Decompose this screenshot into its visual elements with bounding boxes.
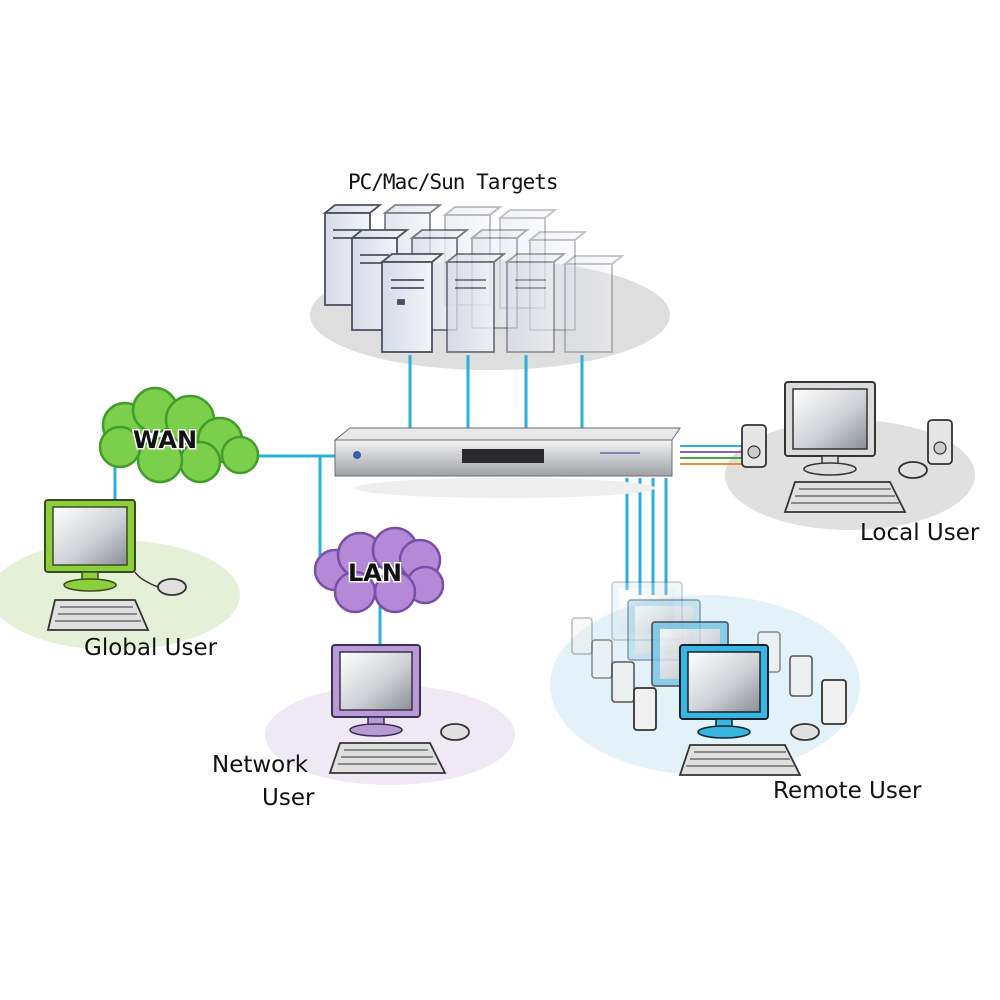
mouse-icon	[134, 571, 187, 596]
global-user-label: Global User	[84, 635, 218, 661]
local-user-label: Local User	[860, 520, 980, 546]
keyboard-icon	[783, 481, 907, 513]
mouse-icon	[898, 461, 928, 479]
global-user-workstation	[44, 499, 187, 631]
lan-label: LAN	[348, 559, 402, 587]
lan-cloud-icon	[313, 526, 445, 614]
monitor-icon	[44, 499, 136, 592]
speaker-icon	[611, 661, 635, 703]
wan-cloud-icon	[98, 386, 260, 484]
speaker-icon	[741, 424, 767, 468]
server-tower-icon	[444, 253, 507, 353]
network-user-label-line2: User	[262, 785, 315, 811]
keyboard-icon	[328, 742, 447, 774]
server-tower-icon	[379, 253, 445, 353]
speaker-icon	[821, 679, 847, 725]
speaker-icon	[591, 639, 613, 679]
target-servers	[322, 204, 625, 353]
local-link-cables	[680, 445, 745, 465]
speaker-icon	[927, 419, 953, 465]
kvm-switch-icon	[333, 427, 681, 498]
monitor-icon	[331, 644, 421, 737]
mouse-icon	[440, 723, 470, 741]
network-user-workstation	[328, 644, 470, 774]
speaker-icon	[633, 687, 657, 731]
targets-label: PC/Mac/Sun Targets	[348, 170, 559, 194]
speaker-icon	[789, 655, 813, 697]
mouse-icon	[790, 723, 820, 741]
server-tower-icon	[562, 255, 625, 353]
remote-user-workstations	[571, 581, 847, 776]
keyboard-icon	[678, 744, 802, 776]
keyboard-icon	[46, 599, 150, 631]
server-tower-icon	[504, 253, 567, 353]
speaker-icon	[571, 617, 593, 655]
network-user-label-line1: Network	[212, 752, 309, 778]
remote-user-label: Remote User	[773, 778, 922, 804]
wan-label: WAN	[133, 426, 197, 454]
monitor-icon	[679, 644, 769, 739]
local-user-workstation	[741, 381, 953, 513]
monitor-icon	[784, 381, 876, 476]
